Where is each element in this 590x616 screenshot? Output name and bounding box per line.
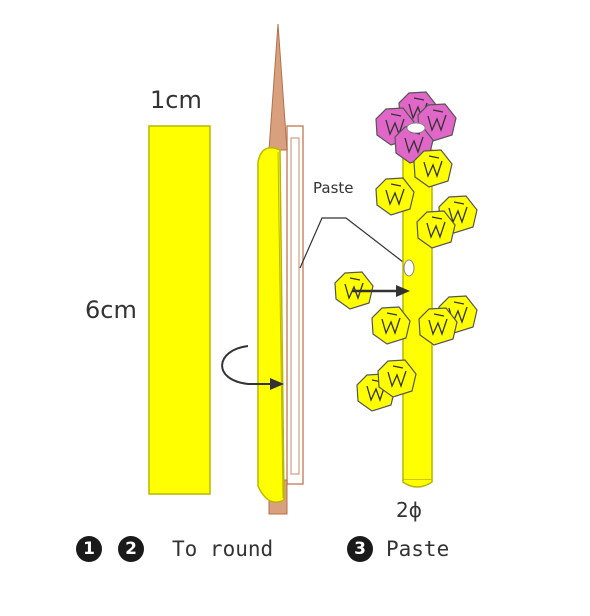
rolled-paper-edge <box>277 151 284 499</box>
paper-strip <box>148 125 211 495</box>
attach-arrowhead <box>396 285 410 297</box>
step-1-badge: 1 <box>76 536 102 562</box>
roll-arrowhead <box>270 378 284 390</box>
paste-leader-right <box>336 217 404 263</box>
backing-board-inner <box>290 137 300 475</box>
width-dimension-label: 1cm <box>150 86 202 114</box>
step-1-2-caption: To round <box>172 537 274 561</box>
skewer-stick <box>268 23 288 151</box>
backing-board <box>286 125 304 485</box>
rod-top-opening <box>406 122 426 134</box>
rolled-paper <box>257 147 285 503</box>
step-3-badge: 3 <box>347 536 373 562</box>
roll-arrow <box>221 345 270 385</box>
yellow-rod-bottom <box>402 480 433 488</box>
step-3-caption: Paste <box>386 537 450 561</box>
paste-leader-left <box>299 217 336 269</box>
paste-callout-label: Paste <box>313 179 354 197</box>
paste-spot <box>403 259 415 277</box>
height-dimension-label: 6cm <box>85 296 137 324</box>
step-2-badge: 2 <box>118 536 144 562</box>
diameter-label: 2ϕ <box>396 498 422 522</box>
